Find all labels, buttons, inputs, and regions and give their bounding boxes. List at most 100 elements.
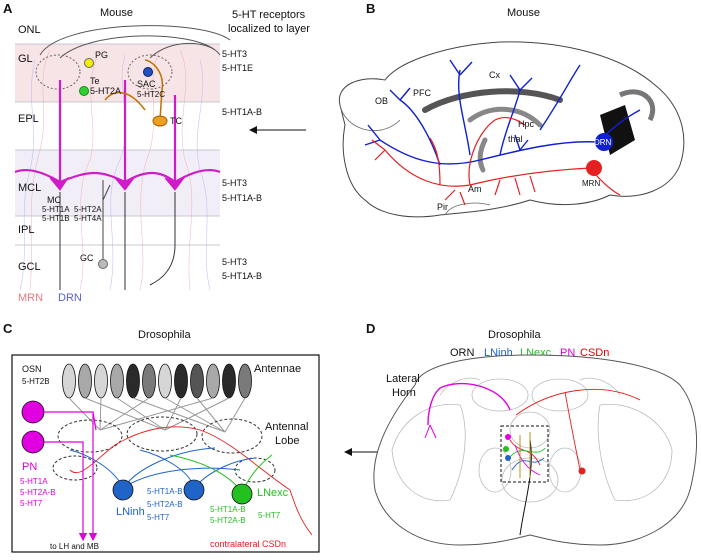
- region-ob: OB: [375, 96, 388, 106]
- layer-gl: GL: [18, 53, 33, 65]
- mouse-brain-outline: [338, 41, 685, 218]
- pn-label: PN: [22, 461, 37, 473]
- mcl-receptor-1: 5-HT3: [222, 178, 247, 188]
- osn-12: [238, 363, 252, 399]
- panel-d-letter: D: [366, 321, 375, 336]
- mitral-dendrites: [14, 80, 221, 184]
- mrn-fibers: [29, 49, 193, 291]
- antennal-lobe-box: [500, 425, 549, 483]
- drn-nucleus: [595, 133, 613, 151]
- panel-b-title: Mouse: [507, 7, 540, 19]
- osn-5: [126, 363, 140, 399]
- ln-exc-receptor-1: 5-HT1A-B: [210, 505, 246, 514]
- csdn-label: contralateral CSDn: [210, 539, 286, 549]
- gcl-receptor-1: 5-HT3: [222, 257, 247, 267]
- drn-nucleus-label: DRN: [594, 138, 612, 147]
- antennae-label: Antennae: [254, 363, 301, 375]
- pn-receptor-1: 5-HT1A: [20, 477, 48, 486]
- sac-label: SAC: [137, 79, 156, 89]
- pn-axons: [44, 411, 98, 542]
- osn-10: [206, 363, 220, 399]
- panel-c-title: Drosophila: [138, 329, 191, 341]
- pg-label: PG: [95, 50, 108, 60]
- region-cx: Cx: [489, 70, 500, 80]
- region-hpc: Hpc: [518, 119, 535, 129]
- layer-ipl: IPL: [18, 224, 35, 236]
- panel-a-heading-line1: 5-HT receptors: [232, 9, 306, 21]
- lateral-horn-label-1: Lateral: [386, 373, 420, 385]
- gl-receptor-1: 5-HT3: [222, 49, 247, 59]
- ln-inh-cell-2: [183, 479, 205, 501]
- antennal-lobe-tangle: [507, 432, 546, 478]
- epl-receptor-1: 5-HT1A-B: [222, 107, 262, 117]
- mc-receptor-d: 5-HT4A: [74, 214, 102, 223]
- glomeruli: [52, 416, 276, 483]
- sac-cell: [143, 67, 153, 77]
- osn-receptor: 5-HT2B: [22, 377, 50, 386]
- mc-label: MC: [47, 195, 61, 205]
- mcl-band: [15, 150, 220, 216]
- legend-csdn: CSDn: [580, 347, 609, 359]
- ln-inh-receptor-2: 5-HT2A-B: [147, 500, 183, 509]
- tufted-cell: [104, 59, 168, 127]
- mc-receptor-b: 5-HT1B: [42, 214, 70, 223]
- glomerulus-2: [127, 54, 173, 90]
- osn-6: [142, 363, 156, 399]
- antennal-lobe-label-1: Antennal: [265, 421, 308, 433]
- legend-mrn: MRN: [18, 292, 43, 304]
- pn-cell-2: [21, 430, 45, 454]
- osn-11: [222, 363, 236, 399]
- layer-gcl: GCL: [18, 261, 41, 273]
- osn-8: [174, 363, 188, 399]
- d-pn-soma: [505, 434, 511, 440]
- descending-fiber: [519, 439, 532, 536]
- panel-a-letter: A: [3, 1, 13, 16]
- panel-b-letter: B: [366, 1, 375, 16]
- ln-inh-cell-1: [112, 479, 134, 501]
- te-cell: [79, 86, 89, 96]
- fly-brain-outline: [373, 354, 697, 546]
- region-pir: Pir: [437, 202, 448, 212]
- legend-orn: ORN: [450, 347, 475, 359]
- layer-onl: ONL: [18, 24, 41, 36]
- d-ln-inh-soma: [505, 455, 511, 461]
- region-thal: thal: [508, 134, 523, 144]
- onl-axons: [39, 25, 231, 59]
- osn-7: [158, 363, 172, 399]
- ln-exc-receptor-2: 5-HT2A-B: [210, 516, 246, 525]
- pn-receptor-3: 5-HT7: [20, 499, 43, 508]
- pg-cell: [84, 58, 94, 68]
- te-receptor: 5-HT2A: [90, 86, 121, 96]
- corpus-callosum: [422, 88, 563, 113]
- csdn-commissure: [515, 388, 641, 416]
- mc-receptor-c: 5-HT2A: [74, 205, 102, 214]
- ln-exc-cell: [231, 483, 253, 505]
- cerebellum-fold: [618, 89, 656, 122]
- ln-inh-label: LNinh: [116, 506, 145, 518]
- osn-2: [78, 363, 92, 399]
- ventricle-shape: [477, 137, 488, 173]
- ln-inh-receptor-3: 5-HT7: [147, 513, 170, 522]
- glomerulus-1: [35, 54, 81, 90]
- panel-c-frame: [11, 354, 320, 553]
- csdn-fiber: [69, 426, 313, 536]
- csdn-descending: [564, 391, 581, 471]
- sac-receptor: 5-HT2C: [137, 90, 165, 99]
- osn-9: [190, 363, 204, 399]
- panel-c: C Drosophila OSN 5-HT2B Antennae: [3, 321, 320, 553]
- osn-3: [94, 363, 108, 399]
- hippocampus-shape: [467, 106, 543, 128]
- ln-exc-label: LNexc: [257, 487, 289, 499]
- pn-lateral-horn-branches: [424, 424, 437, 439]
- ln-inh-neurites: [69, 447, 241, 489]
- ln-inh-receptor-1: 5-HT1A-B: [147, 487, 183, 496]
- to-lh-mb-label: to LH and MB: [50, 542, 99, 551]
- csdn-soma: [578, 467, 586, 475]
- panel-c-letter: C: [3, 321, 13, 336]
- osn-1: [62, 363, 76, 399]
- mrn-label: MRN: [582, 179, 600, 188]
- layer-mcl: MCL: [18, 182, 41, 194]
- region-am: Am: [468, 184, 482, 194]
- pn-receptor-2: 5-HT2A-B: [20, 488, 56, 497]
